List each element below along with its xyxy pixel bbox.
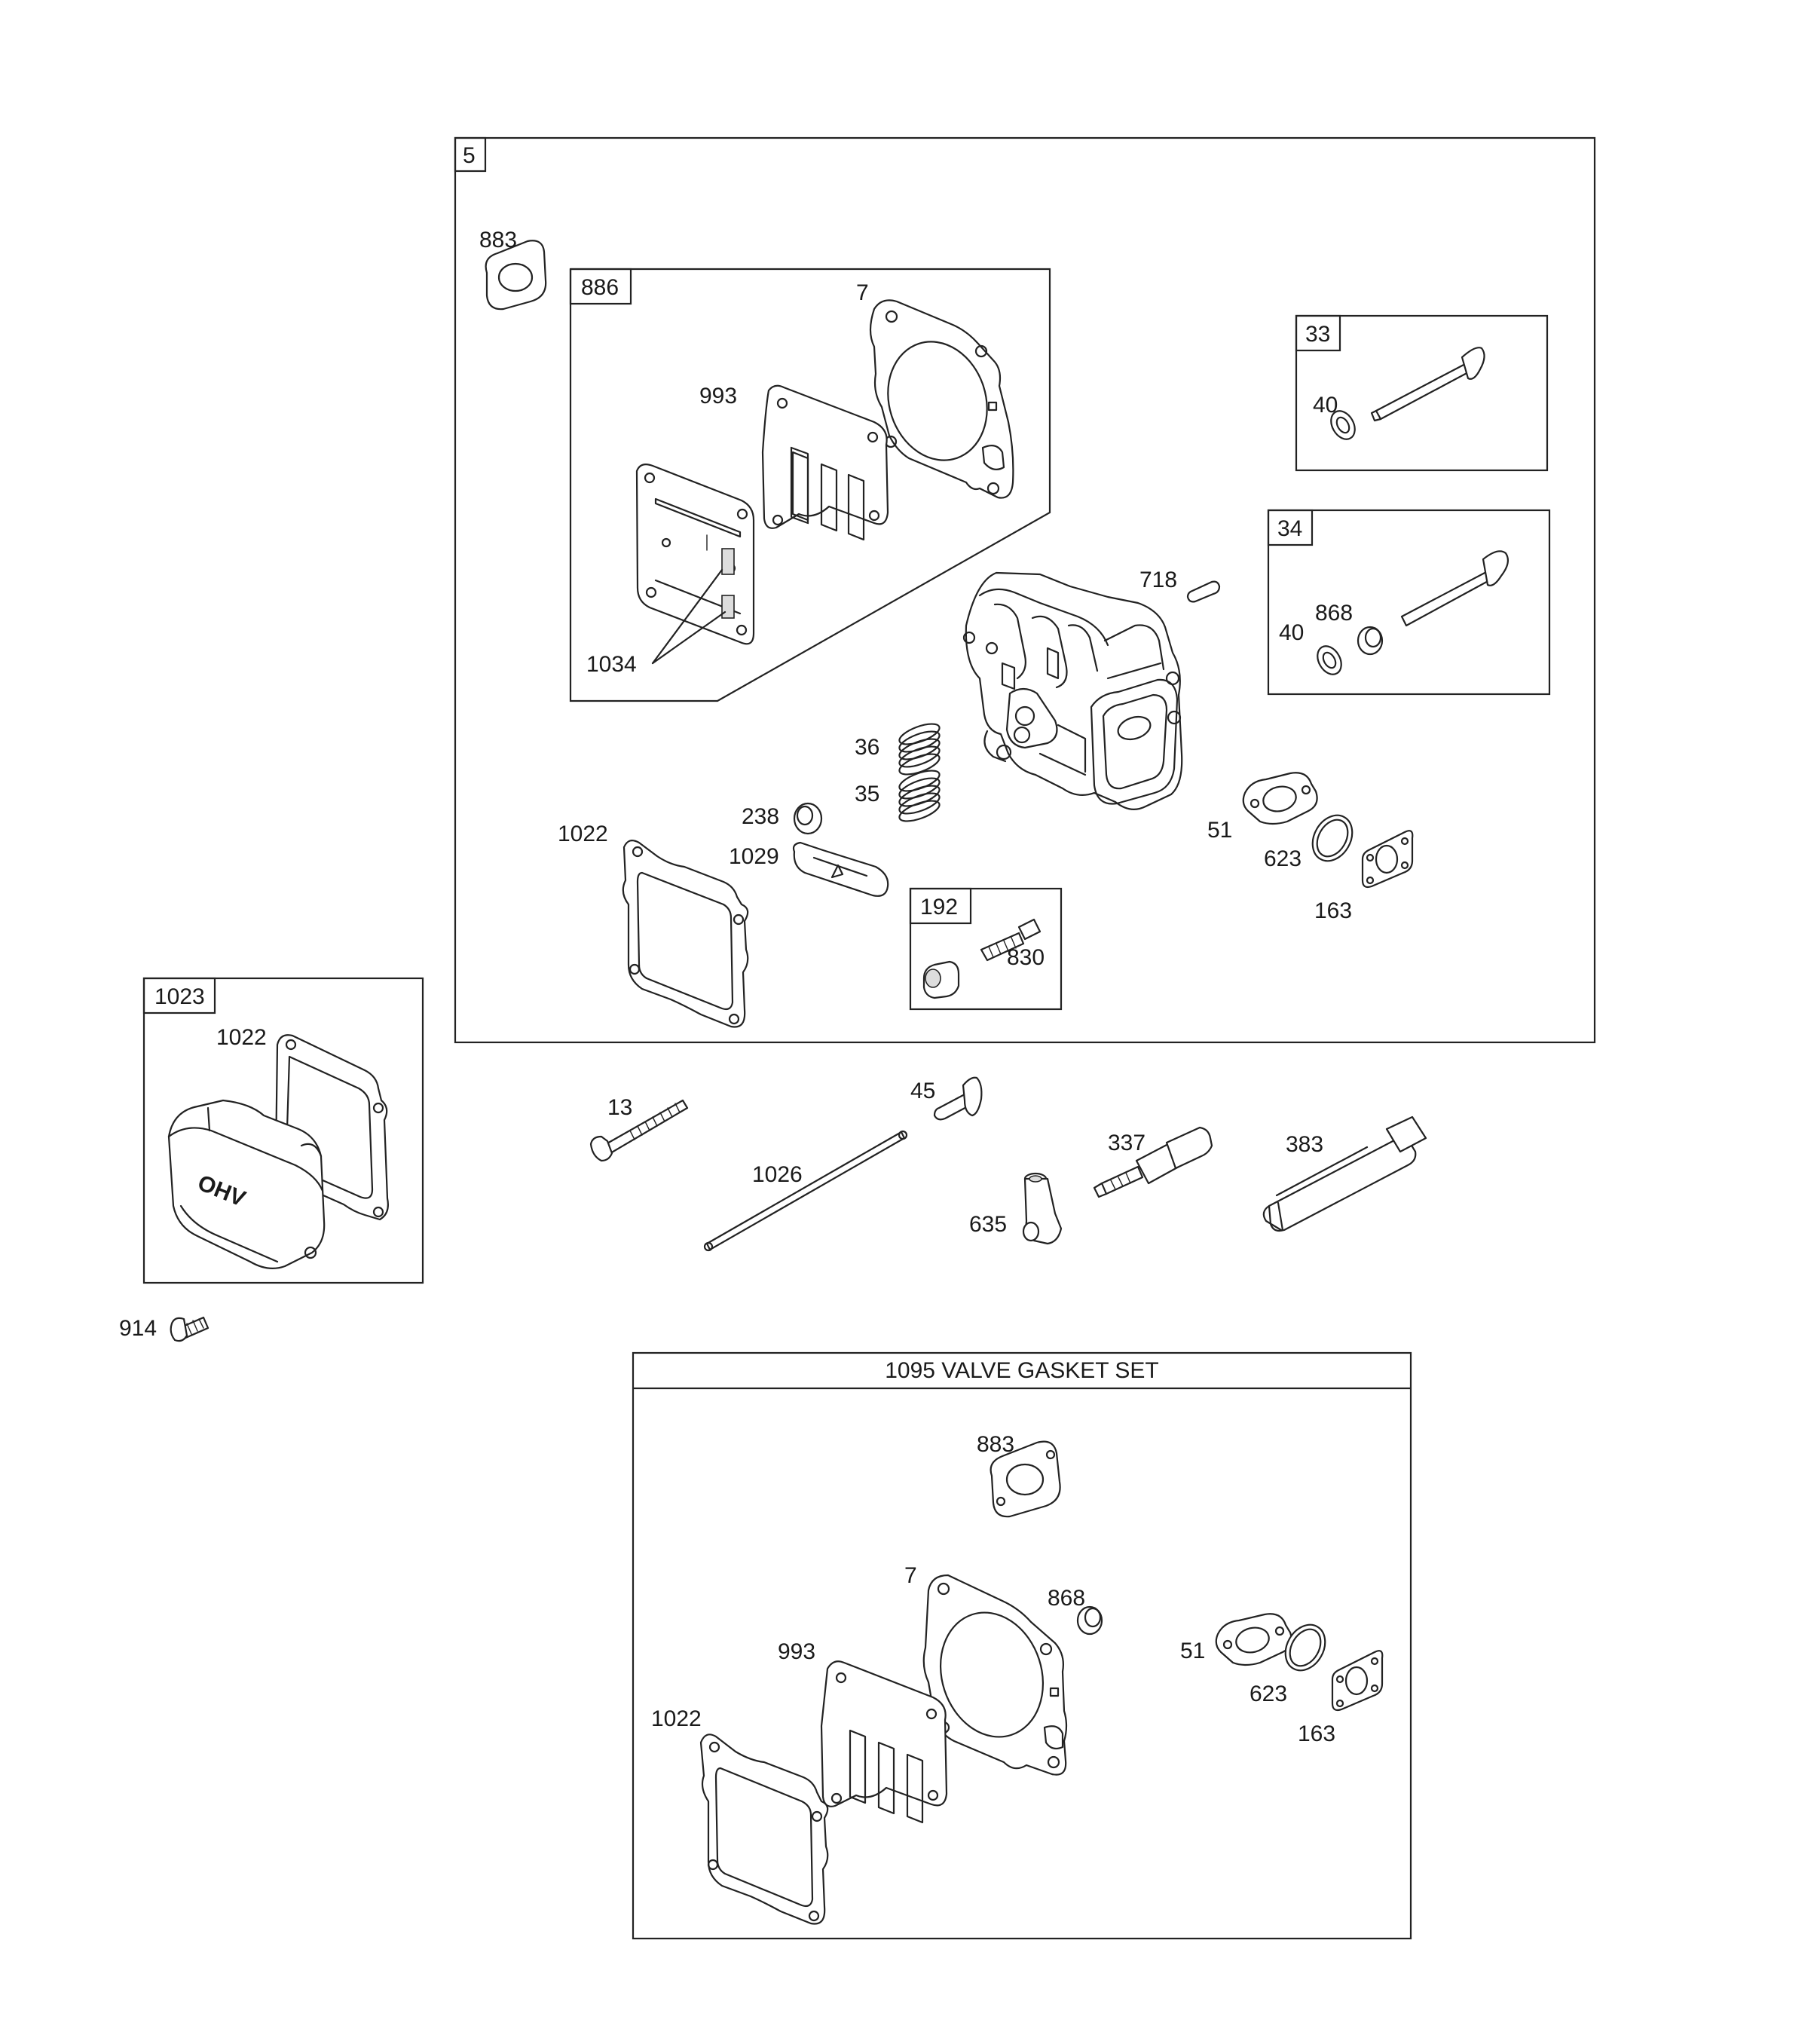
callout-1034: 1034: [586, 652, 637, 677]
part-163-carburetor-gasket-b: [1331, 1650, 1384, 1712]
part-883-gasket-b: [990, 1440, 1061, 1518]
callout-868: 868: [1315, 601, 1353, 626]
part-718-dowel-pin: [1186, 580, 1221, 603]
callout-623: 623: [1264, 846, 1302, 871]
callout-45: 45: [910, 1079, 935, 1103]
leader-1034-b: [651, 610, 726, 665]
part-34-exhaust-valve: [1400, 550, 1510, 627]
part-993-gasket-b: [820, 1660, 948, 1824]
callout-35: 35: [855, 782, 879, 806]
callout-40: 40: [1313, 393, 1338, 418]
group-5-frame: 5: [454, 136, 1596, 1044]
part-868-valve-seal-b: [1076, 1605, 1103, 1636]
callout-7-b: 7: [904, 1563, 917, 1588]
part-1029-rocker-arm: [792, 841, 889, 897]
group-33-label: 33: [1305, 322, 1330, 347]
callout-993: 993: [699, 384, 737, 409]
part-33-intake-valve: [1370, 347, 1485, 422]
callout-238: 238: [742, 804, 779, 829]
callout-914: 914: [119, 1316, 157, 1341]
part-40-valve-keeper: [1330, 410, 1356, 440]
group-192-frame: 192: [909, 887, 1063, 1011]
group-34-frame: 34: [1267, 509, 1551, 696]
group-1095-title: 1095 VALVE GASKET SET: [885, 1358, 1159, 1383]
callout-13: 13: [607, 1095, 632, 1120]
part-40-valve-keeper-b: [1317, 645, 1342, 675]
part-1034-reed-plate: [635, 464, 755, 645]
part-35-valve-spring: [898, 770, 941, 822]
group-34-label: 34: [1277, 516, 1302, 541]
part-192-rocker-nut: [922, 960, 960, 999]
callout-7: 7: [856, 280, 869, 305]
group-886-frame: 886: [569, 268, 1051, 702]
callout-635: 635: [969, 1212, 1007, 1237]
part-993-gasket: [761, 384, 889, 541]
group-1023-label: 1023: [154, 984, 205, 1009]
part-1022-cover-gasket: [622, 839, 749, 1028]
part-623-gasket-ring-b: [1284, 1623, 1326, 1672]
part-36-valve-spring: [898, 723, 941, 776]
part-cylinder-head: [962, 571, 1183, 810]
callout-36: 36: [855, 735, 879, 760]
callout-1022-b: 1022: [216, 1025, 267, 1050]
part-51-exhaust-gasket: [1242, 772, 1318, 825]
callout-1022-c: 1022: [651, 1706, 702, 1731]
callout-51: 51: [1207, 818, 1232, 843]
group-1023-frame: 1023: [142, 977, 424, 1284]
part-1026-push-rod: [703, 1130, 908, 1252]
part-883-gasket: [485, 240, 547, 311]
callout-1022: 1022: [558, 822, 608, 846]
part-337-spark-plug: [1093, 1126, 1213, 1198]
group-33-frame: 33: [1295, 314, 1549, 472]
callout-337: 337: [1108, 1131, 1146, 1155]
callout-868-b: 868: [1048, 1586, 1085, 1611]
callout-40-b: 40: [1279, 620, 1304, 645]
callout-830: 830: [1007, 945, 1045, 970]
callout-383: 383: [1286, 1132, 1323, 1157]
callout-883: 883: [479, 228, 517, 252]
part-868-valve-seal: [1357, 626, 1384, 656]
callout-623-b: 623: [1250, 1682, 1287, 1706]
part-383-tool: [1262, 1115, 1427, 1232]
part-238-valve-cap: [793, 802, 823, 835]
part-13-head-bolt: [589, 1099, 689, 1162]
part-7-head-gasket: [869, 299, 1014, 499]
group-192-label: 192: [920, 895, 958, 920]
callout-163: 163: [1314, 898, 1352, 923]
callout-1029: 1029: [729, 844, 779, 869]
part-1023-valve-cover: OHV: [167, 1099, 326, 1270]
part-914-cover-screw: [170, 1316, 210, 1342]
part-830-rocker-stud: [980, 918, 1042, 962]
group-5-label: 5: [463, 143, 476, 168]
part-1022-cover-gasket-c: [699, 1734, 829, 1925]
leader-1034-a: [651, 568, 723, 665]
callout-163-b: 163: [1298, 1721, 1335, 1746]
callout-51-b: 51: [1180, 1639, 1205, 1663]
group-886-label: 886: [581, 275, 619, 300]
part-163-carburetor-gasket: [1361, 830, 1414, 889]
part-623-gasket-ring: [1311, 814, 1354, 862]
callout-718: 718: [1139, 568, 1177, 592]
part-45-valve-tappet: [933, 1076, 983, 1121]
callout-883-b: 883: [977, 1432, 1014, 1457]
callout-1026: 1026: [752, 1162, 803, 1187]
part-51-exhaust-gasket-b: [1215, 1613, 1292, 1666]
part-635-spark-plug-boot: [1022, 1172, 1063, 1245]
group-1095-frame: 1095 VALVE GASKET SET: [632, 1351, 1412, 1940]
callout-993-b: 993: [778, 1639, 815, 1664]
